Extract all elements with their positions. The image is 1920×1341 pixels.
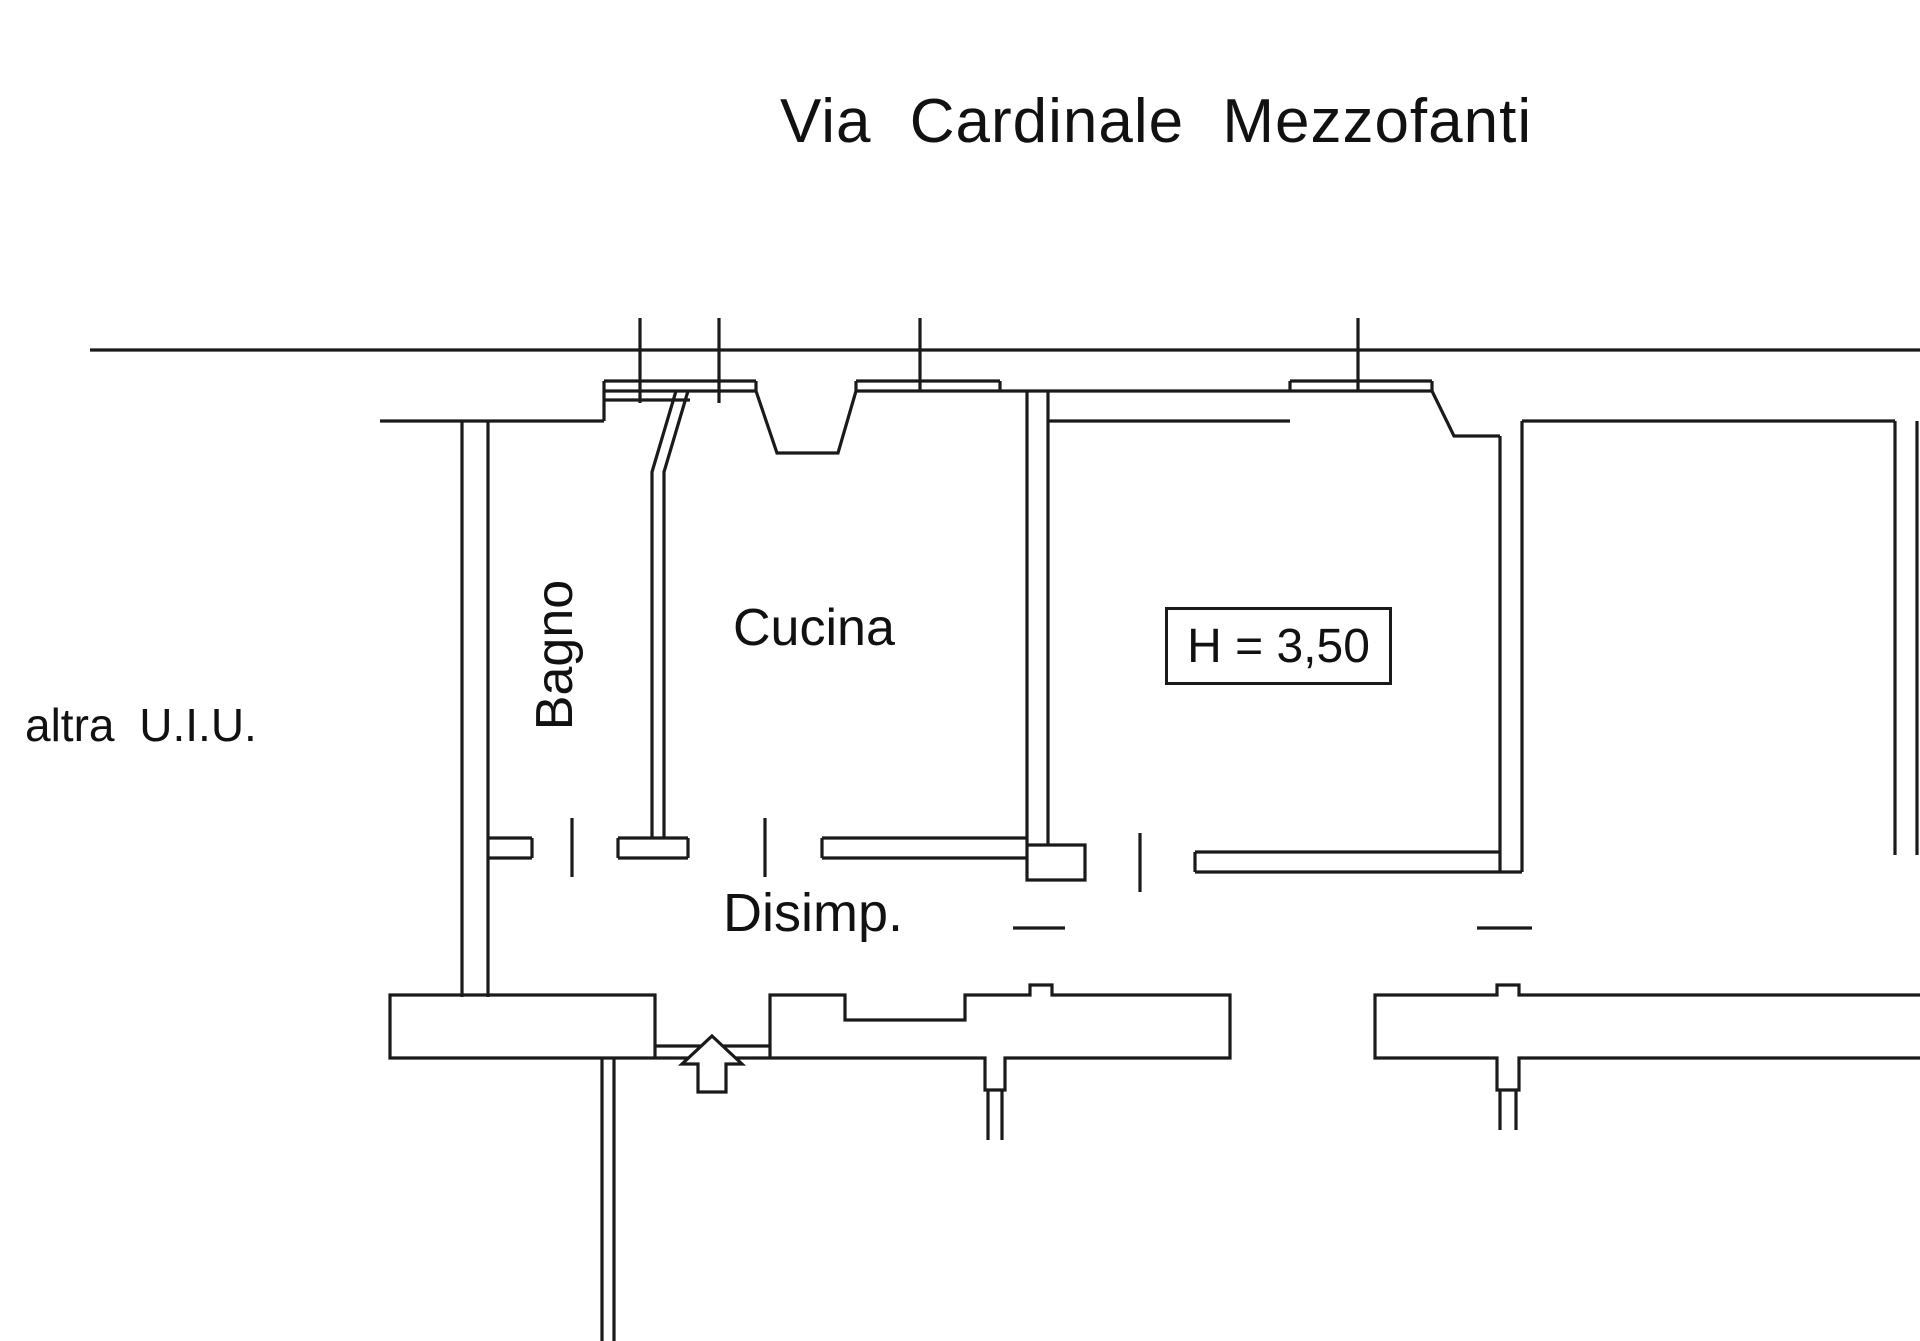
hallway-label: Disimp. bbox=[723, 883, 904, 943]
interior-walls bbox=[460, 390, 1919, 997]
bathroom-label: Bagno bbox=[526, 579, 584, 731]
plan-linework bbox=[90, 318, 1920, 1341]
door-opening-ticks bbox=[570, 818, 1142, 892]
facade-wall bbox=[380, 379, 1895, 455]
bottom-walls bbox=[388, 983, 1920, 1140]
stair-passage-lines bbox=[600, 1058, 616, 1341]
kitchen-label: Cucina bbox=[733, 599, 895, 657]
entrance-arrow-icon bbox=[677, 1033, 747, 1094]
adjacent-unit-label: altra U.I.U. bbox=[25, 699, 257, 751]
window-tick-icons bbox=[638, 318, 1360, 403]
ceiling-height-badge: H = 3,50 bbox=[1165, 607, 1392, 685]
street-name-label: Via Cardinale Mezzofanti bbox=[780, 87, 1533, 156]
